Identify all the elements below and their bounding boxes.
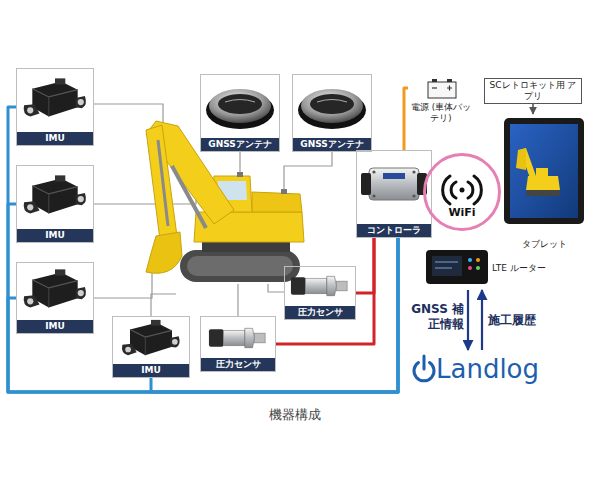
power-source: 電源 (車体バッテリ) bbox=[408, 76, 474, 130]
power-cable bbox=[404, 88, 408, 150]
arm bbox=[146, 125, 177, 240]
node-label: WiFi bbox=[422, 206, 502, 219]
pressure-sensor-box: 圧力センサ bbox=[284, 266, 356, 320]
node-label: IMU bbox=[17, 229, 93, 242]
antenna-mount bbox=[281, 189, 287, 194]
controller-box: コントローラ bbox=[356, 150, 432, 238]
plus-mark bbox=[447, 86, 452, 91]
imu-box: IMU bbox=[112, 316, 190, 378]
pressure-sensor-icon bbox=[291, 276, 347, 295]
battery-icon bbox=[428, 79, 456, 98]
cylinder bbox=[158, 140, 168, 226]
screen-excavator bbox=[536, 168, 548, 176]
track-inner bbox=[187, 256, 293, 276]
wifi-wave bbox=[474, 176, 481, 204]
wifi-wave bbox=[451, 182, 456, 198]
wifi-wave bbox=[443, 176, 450, 204]
leader-line bbox=[237, 284, 238, 316]
leader-line bbox=[284, 152, 332, 192]
router-icon bbox=[426, 250, 488, 284]
tablet: タブレット bbox=[500, 114, 588, 250]
node-label: IMU bbox=[113, 364, 189, 377]
signal-cable bbox=[8, 238, 398, 392]
wifi-wave bbox=[468, 182, 473, 198]
cloud-service: Landlog bbox=[408, 350, 548, 390]
imu-icon bbox=[24, 78, 86, 116]
sensor-cable bbox=[276, 238, 374, 344]
screen-excavator bbox=[526, 190, 560, 196]
tablet-icon bbox=[504, 118, 584, 224]
node-label: IMU bbox=[17, 320, 93, 333]
edge-label: 施工履歴 bbox=[488, 313, 550, 328]
signal-cable bbox=[8, 204, 398, 392]
node-label: 電源 (車体バッテリ) bbox=[408, 102, 474, 124]
figure-caption: 機器構成 bbox=[0, 406, 590, 424]
node-label: タブレット bbox=[500, 238, 588, 250]
pressure-sensor-box: 圧力センサ bbox=[200, 316, 276, 372]
wifi-circle: WiFi bbox=[422, 152, 502, 232]
router-screen-lines bbox=[435, 262, 458, 268]
data-arrow bbox=[481, 290, 483, 350]
node-label: Landlog bbox=[436, 352, 539, 386]
flow-arrow bbox=[532, 104, 534, 114]
antenna-icon bbox=[206, 89, 274, 129]
tablet-frame bbox=[504, 118, 584, 224]
controller-icon bbox=[361, 168, 427, 200]
bucket bbox=[146, 232, 182, 273]
excavator bbox=[146, 121, 304, 282]
node-label: コントローラ bbox=[357, 224, 431, 237]
imu-icon bbox=[24, 269, 86, 307]
leader-line bbox=[94, 262, 152, 298]
battery-body bbox=[428, 82, 456, 98]
battery-terminal bbox=[432, 79, 437, 82]
router-led bbox=[468, 258, 472, 262]
engine-hood bbox=[252, 192, 302, 212]
landlog-mark bbox=[414, 356, 434, 381]
circle-outline bbox=[422, 152, 502, 232]
router-screen bbox=[432, 256, 462, 276]
minus-mark bbox=[432, 87, 437, 88]
router-led bbox=[476, 258, 480, 262]
imu-icon bbox=[122, 320, 180, 355]
node-label: 圧力センサ bbox=[201, 358, 275, 371]
router-body bbox=[426, 250, 488, 284]
app-box: SCレトロキット用 アプリ bbox=[484, 78, 582, 104]
track bbox=[180, 250, 300, 282]
antenna-box: GNSSアンテナ bbox=[200, 74, 280, 152]
node-label: 圧力センサ bbox=[285, 306, 355, 319]
pressure-sensor-icon bbox=[209, 328, 265, 347]
screen-excavator bbox=[516, 148, 526, 170]
imu-icon bbox=[24, 175, 86, 213]
data-arrow bbox=[467, 290, 469, 350]
router-led bbox=[468, 266, 472, 270]
sensor-cable bbox=[356, 238, 374, 293]
battery-terminal bbox=[447, 79, 452, 82]
imu-box: IMU bbox=[16, 68, 94, 146]
imu-box: IMU bbox=[16, 165, 94, 243]
wifi-symbol bbox=[443, 176, 482, 204]
antenna-icon bbox=[298, 89, 366, 129]
edge-label: GNSS 補正情報 bbox=[404, 302, 464, 332]
node-label: IMU bbox=[17, 132, 93, 145]
node-label: SCレトロキット用 アプリ bbox=[487, 80, 579, 102]
signal-cable bbox=[8, 107, 398, 392]
screen-excavator bbox=[526, 176, 560, 190]
leader-line bbox=[268, 284, 284, 292]
cylinder bbox=[172, 166, 206, 228]
router-led bbox=[476, 266, 480, 270]
wifi-dot bbox=[460, 188, 465, 193]
imu-box: IMU bbox=[16, 262, 94, 334]
node-label: LTE ルーター bbox=[492, 262, 546, 274]
leader-line bbox=[151, 294, 176, 316]
antenna-box: GNSSアンテナ bbox=[292, 74, 372, 152]
power-bar bbox=[423, 356, 426, 369]
antenna-mount bbox=[237, 172, 243, 177]
node-label: GNSSアンテナ bbox=[201, 138, 279, 151]
lte-router: LTE ルーター bbox=[422, 246, 554, 290]
tablet-screen bbox=[510, 124, 578, 218]
